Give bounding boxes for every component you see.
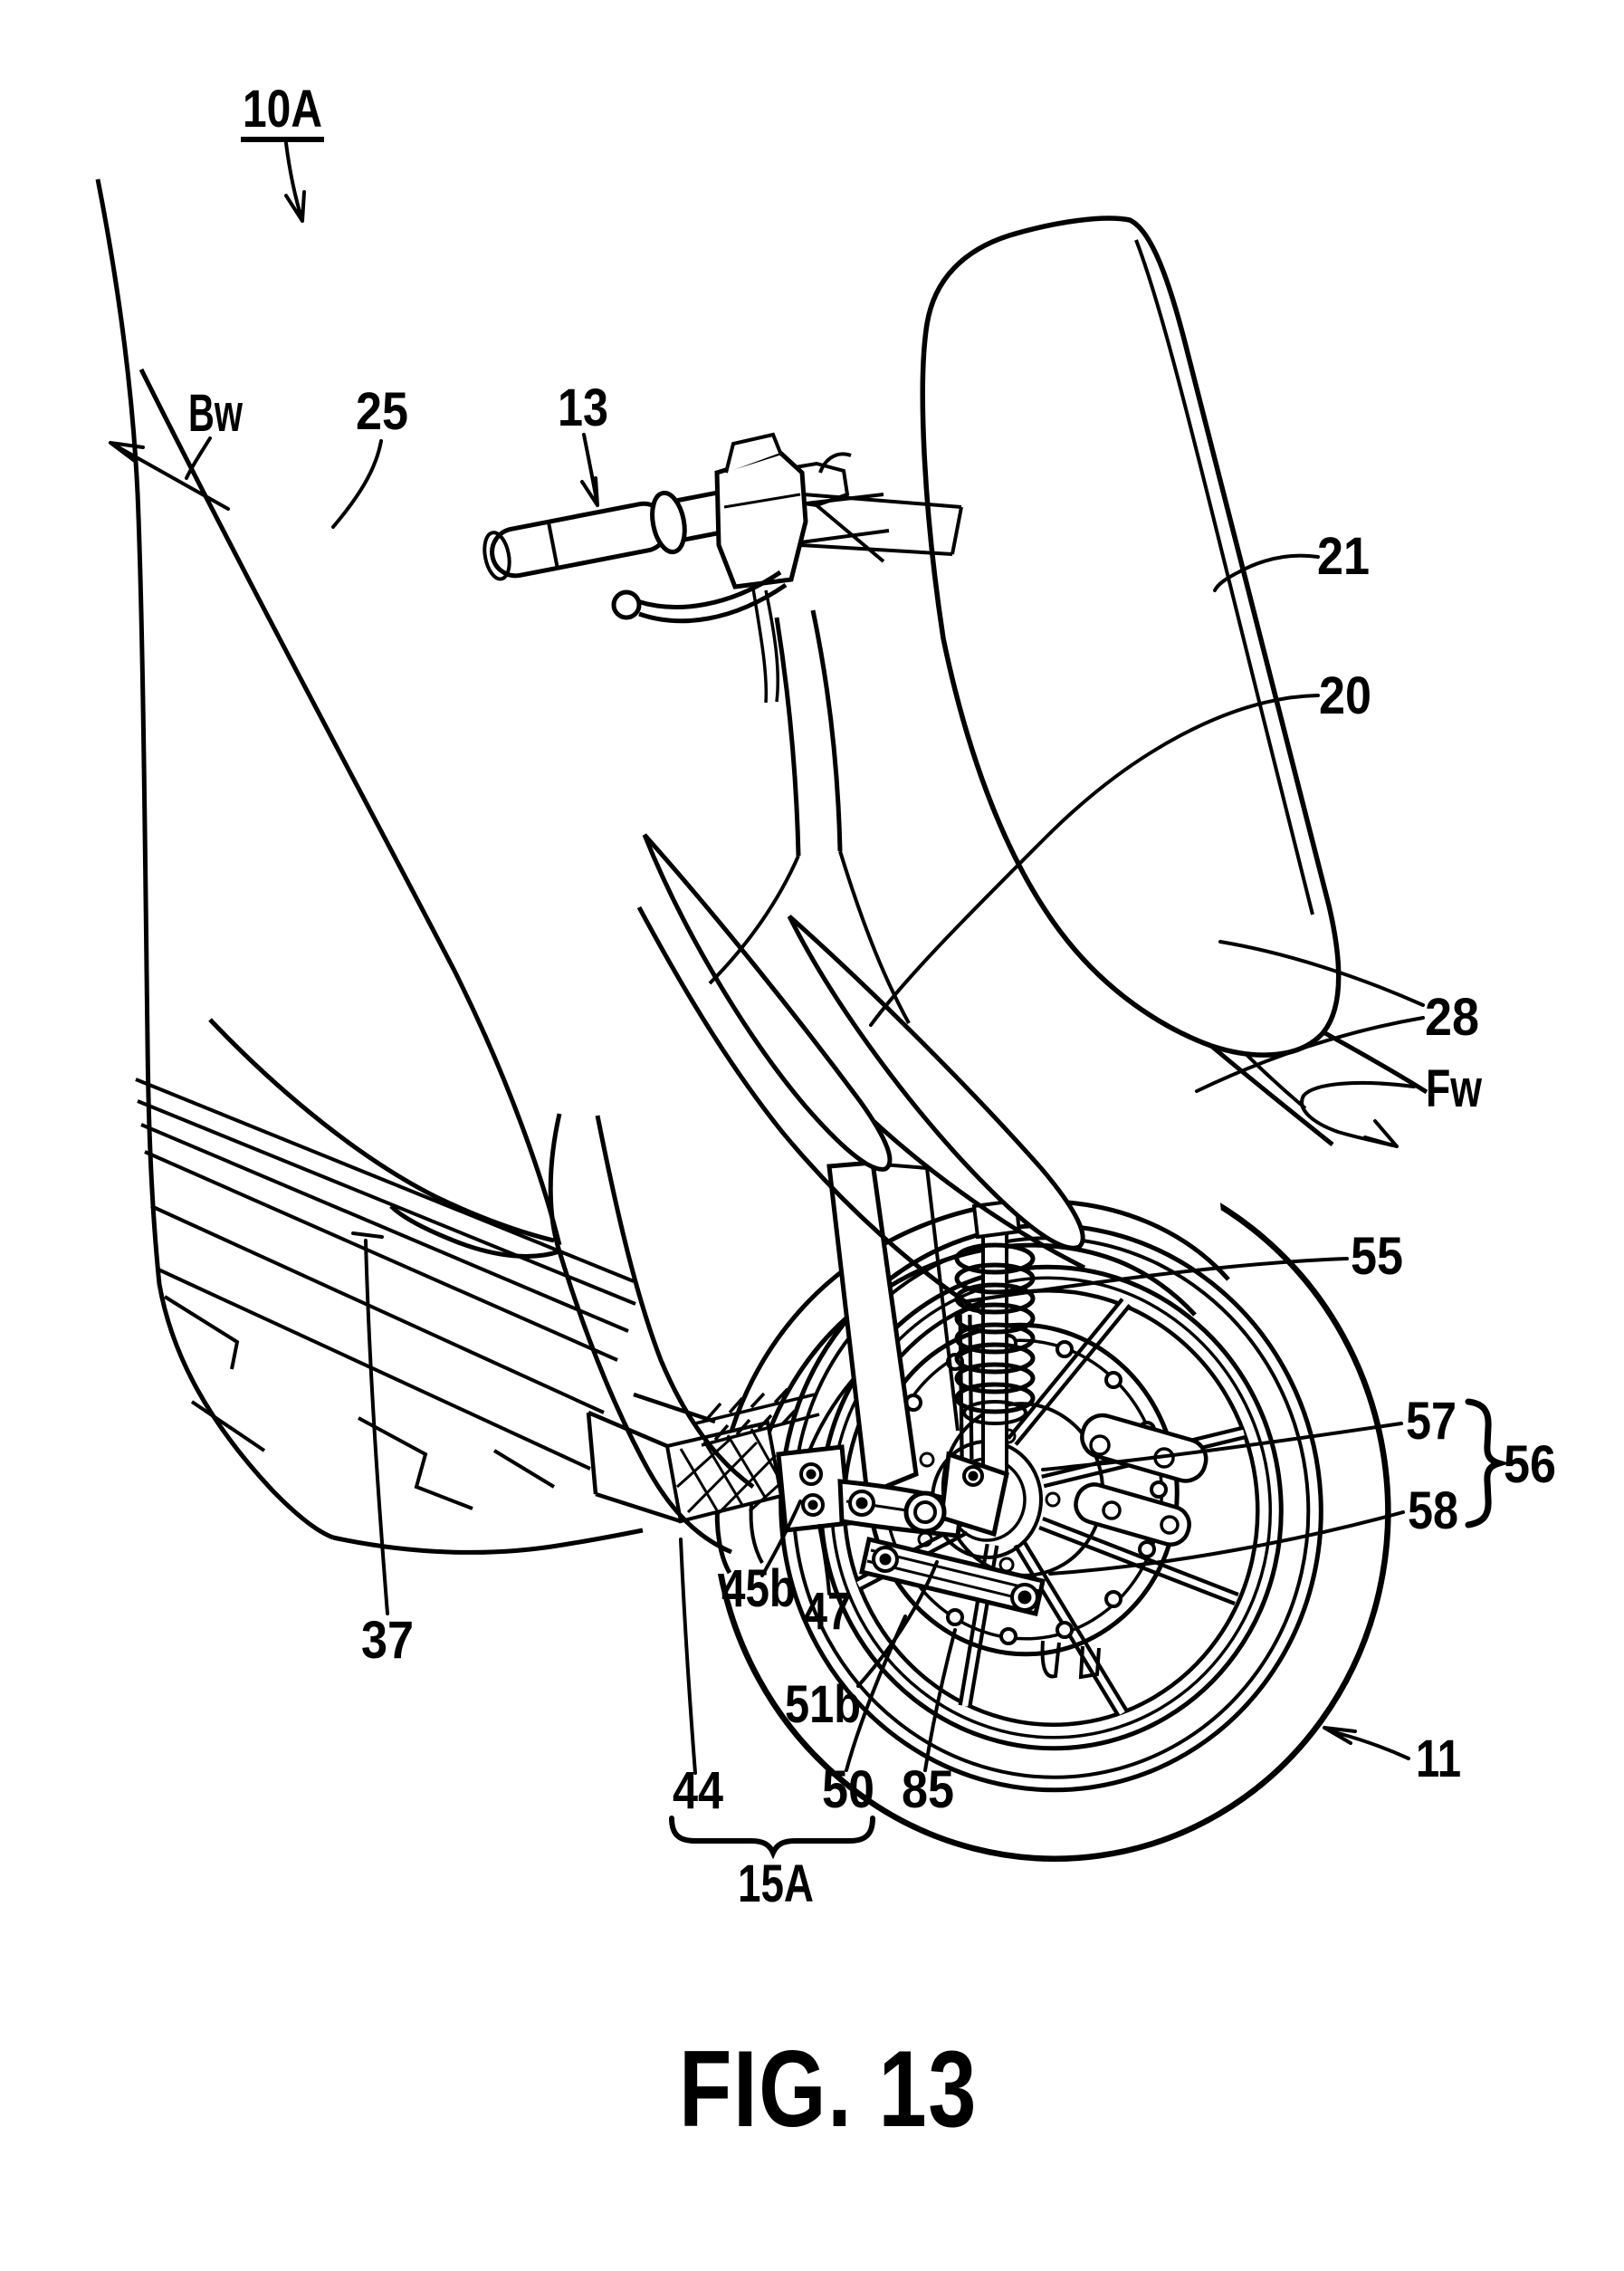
label-55: 55 (1351, 1227, 1403, 1286)
label-45b: 45b (721, 1559, 796, 1618)
label-56: 56 (1504, 1435, 1556, 1494)
arrow-fw (1300, 1080, 1416, 1148)
figure-caption: FIG. 13 (679, 2028, 978, 2150)
arrow-11 (1323, 1726, 1410, 1760)
leader-37 (351, 1231, 389, 1615)
label-15a: 15A (738, 1854, 814, 1913)
label-20: 20 (1319, 666, 1371, 725)
leader-51b (856, 1560, 939, 1688)
leader-25 (331, 439, 383, 529)
leader-57 (1041, 1422, 1403, 1471)
arrow-10a (284, 141, 306, 223)
label-11: 11 (1416, 1730, 1461, 1788)
leader-55 (960, 1257, 1349, 1304)
throttle-cables (751, 588, 779, 704)
label-21: 21 (1317, 527, 1370, 586)
center-tunnel (389, 1113, 755, 1555)
fork-leg (826, 1160, 919, 1498)
label-10a: 10A (243, 80, 322, 139)
suspension (826, 1160, 1036, 1498)
label-57: 57 (1406, 1392, 1457, 1451)
label-28: 28 (1425, 988, 1479, 1047)
arrow-13 (580, 433, 599, 507)
label-50: 50 (822, 1760, 874, 1819)
grip-collar (650, 490, 687, 555)
leader-21 (1213, 553, 1320, 592)
label-44: 44 (673, 1761, 723, 1820)
leader-58 (1048, 1510, 1405, 1576)
body-panels (95, 178, 755, 1555)
label-58: 58 (1408, 1481, 1458, 1540)
brake-caliper (1040, 1413, 1208, 1680)
reference-labels: 10A Bw 25 13 21 20 28 Fw 55 57 56 58 37 … (188, 80, 1556, 1913)
cowl-vent-right (787, 915, 1085, 1250)
leader-28-lower (1195, 1016, 1425, 1093)
label-37: 37 (361, 1611, 414, 1670)
leader-50 (845, 1615, 907, 1772)
upper-link-arm (837, 1451, 1009, 1538)
handlebar (482, 432, 963, 704)
leader-45b (760, 1500, 802, 1577)
leader-lines (109, 137, 1511, 1860)
label-25: 25 (356, 382, 408, 441)
windscreen (920, 216, 1342, 1058)
lower-link-arm (859, 1536, 1046, 1617)
brace-56 (1465, 1398, 1511, 1528)
intake-grille (694, 1387, 820, 1447)
leader-20 (869, 694, 1320, 1027)
label-bw: Bw (188, 384, 244, 443)
frame-crosshatch-member (586, 1392, 784, 1524)
leader-85 (923, 1628, 957, 1772)
leader-47 (817, 1524, 831, 1595)
arrow-bw (109, 436, 230, 511)
label-fw: Fw (1426, 1059, 1483, 1118)
brace-15a (669, 1816, 875, 1860)
label-47: 47 (804, 1582, 851, 1641)
leader-44 (679, 1538, 697, 1775)
seat-edge (139, 368, 562, 1246)
floorboard-slats (135, 1078, 636, 1510)
shock-rod (981, 1222, 1008, 1476)
leader-28-upper (1218, 940, 1425, 1007)
coil-spring (954, 1242, 1036, 1425)
cowl-vent-left (642, 833, 893, 1172)
label-13: 13 (558, 378, 608, 437)
front-cowl (636, 609, 1428, 1318)
label-85: 85 (902, 1760, 954, 1819)
handlebar-grip (490, 501, 670, 579)
brake-master-cylinder (714, 450, 808, 589)
label-51b: 51b (785, 1675, 861, 1734)
